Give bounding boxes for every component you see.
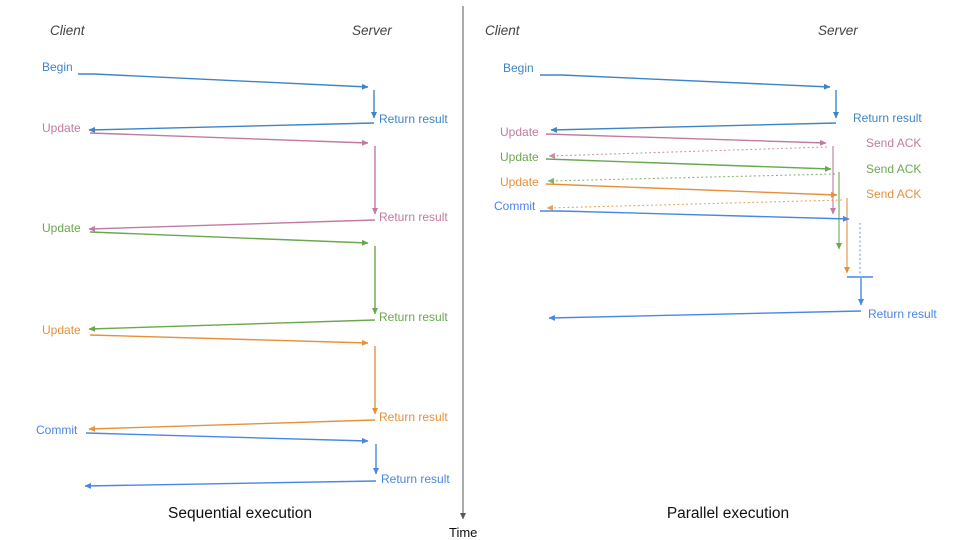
par-update3-ack-dotted-arrow [546,199,843,211]
par-update3-request-arrow [545,183,838,198]
par-update1-ack-label: Send ACK [866,136,922,150]
par-begin-return-label: Return result [853,111,922,125]
seq-update1-return-arrow [88,219,376,232]
seq-update1-label: Update [42,121,81,135]
par-update2-ack-label: Send ACK [866,162,922,176]
par-update1-request-arrow [545,133,827,146]
seq-update1-request-arrow [89,132,369,146]
par-begin-request-arrow [540,74,831,90]
seq-commit-return-label: Return result [381,472,450,486]
seq-update3-return-label: Return result [379,410,448,424]
seq-update2-request-arrow [89,231,369,246]
par-client-header: Client [485,23,520,38]
seq-caption: Sequential execution [168,505,312,522]
seq-begin-label: Begin [42,60,73,74]
seq-update3-request-arrow [89,334,369,346]
par-caption: Parallel execution [666,505,790,522]
time-axis-label: Time [449,525,478,540]
par-update3-ack-label: Send ACK [866,187,922,201]
par-update1-ack-dotted-arrow [548,146,828,159]
seq-update1-return-label: Return result [379,210,448,224]
par-update2-request-arrow [545,158,832,172]
par-commit-return-arrow [548,310,862,321]
sequential-diagram-arrows [78,73,379,489]
par-update2-label: Update [500,150,539,164]
seq-commit-label: Commit [36,423,78,437]
parallel-diagram-arrows [540,74,873,321]
seq-commit-return-arrow [84,480,377,489]
seq-update2-return-arrow [88,319,376,332]
seq-client-header: Client [50,23,85,38]
par-update3-label: Update [500,175,539,189]
par-update1-label: Update [500,125,539,139]
seq-update3-return-arrow [88,419,376,432]
seq-update2-return-label: Return result [379,310,448,324]
seq-update2-label: Update [42,221,81,235]
seq-begin-return-arrow [88,122,375,133]
seq-server-header: Server [352,23,392,38]
par-begin-label: Begin [503,61,534,75]
par-begin-return-arrow [550,122,837,133]
par-commit-return-label: Return result [868,307,937,321]
par-update2-ack-dotted-arrow [547,173,836,184]
seq-begin-return-label: Return result [379,112,448,126]
seq-begin-request-arrow [78,73,369,90]
par-server-header: Server [818,23,858,38]
par-commit-label: Commit [494,199,536,213]
seq-commit-request-arrow [85,432,369,444]
par-commit-request-arrow [540,210,850,222]
seq-update3-label: Update [42,323,81,337]
